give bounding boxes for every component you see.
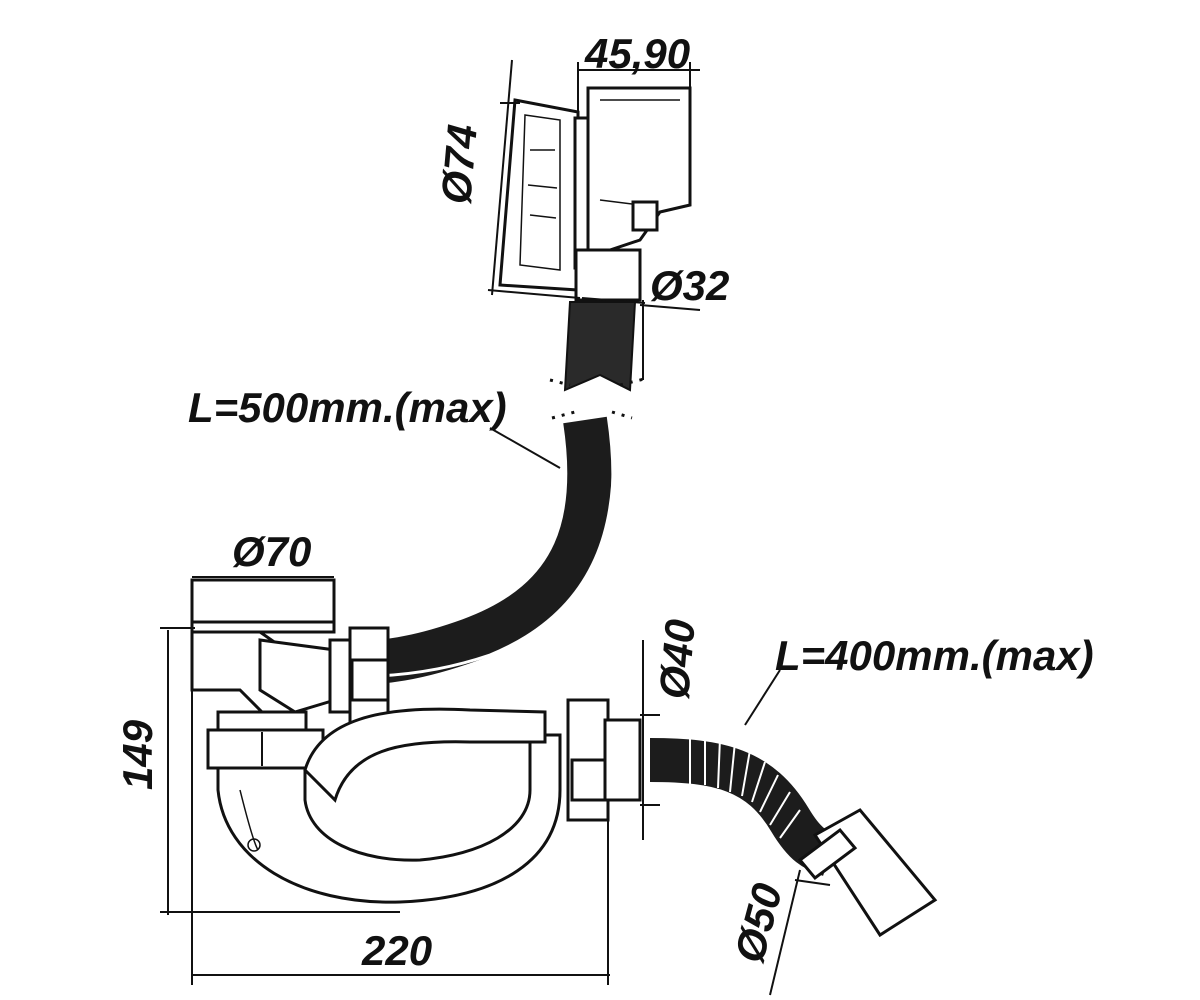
leader-500	[489, 427, 561, 469]
leader-400	[744, 669, 781, 726]
width-label: 220	[361, 927, 432, 974]
dimension-149	[160, 627, 400, 915]
outlet-hose-length-label: L=400mm.(max)	[775, 632, 1094, 679]
trap-outlet-label: Ø40	[650, 618, 704, 701]
waste-assembly	[190, 578, 390, 770]
dimension-74	[487, 59, 581, 299]
waste-diameter-label: Ø70	[232, 528, 311, 575]
overflow-assembly	[498, 86, 692, 302]
overflow-hose-length-label: L=500mm.(max)	[188, 384, 507, 431]
height-label: 149	[114, 719, 161, 790]
dimension-220	[191, 690, 610, 985]
outlet-hose	[649, 735, 938, 938]
overflow-outlet-label: Ø32	[650, 262, 729, 309]
dimension-45-90	[577, 62, 700, 112]
overflow-depth-label: 45,90	[584, 30, 690, 77]
drain-connection-label: Ø50	[725, 878, 791, 967]
trap	[216, 698, 642, 904]
overflow-hose	[338, 301, 649, 685]
dimension-50	[769, 869, 831, 996]
dimension-40	[640, 640, 660, 840]
overflow-diameter-label: Ø74	[432, 123, 486, 206]
